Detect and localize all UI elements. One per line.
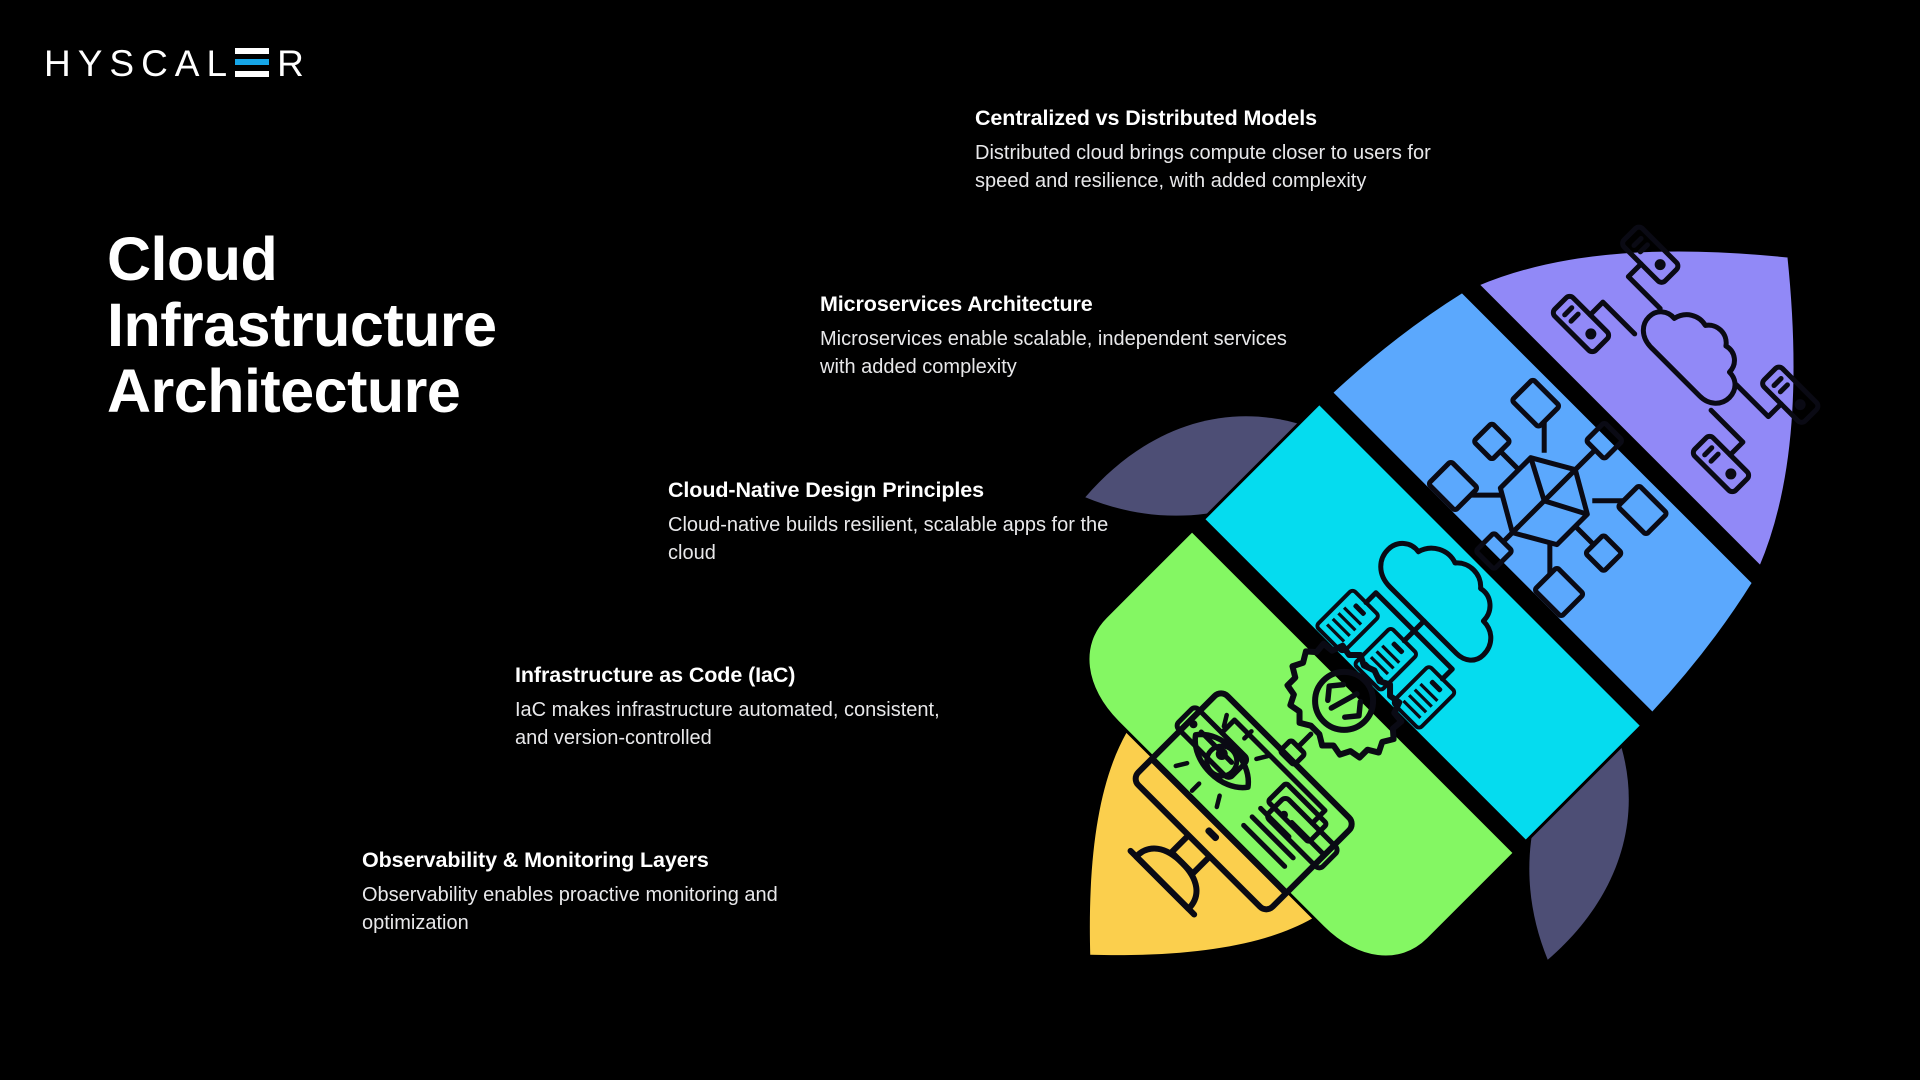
callout-body: Cloud-native builds resilient, scalable … xyxy=(668,513,1109,565)
callout-body: Distributed cloud brings compute closer … xyxy=(975,141,1431,193)
rocket-illustration xyxy=(1010,100,1920,1060)
monitor-eye-icon xyxy=(1127,690,1355,918)
brand-name-suffix: R xyxy=(277,42,311,84)
callout-title: Observability & Monitoring Layers xyxy=(362,848,709,872)
callout-body: Observability enables proactive monitori… xyxy=(362,883,778,935)
page-title-line-1: Cloud xyxy=(107,224,278,293)
callout-cloud-native-design: Cloud-Native Design Principles Cloud-nat… xyxy=(668,478,1138,568)
callout-microservices-architecture: Microservices Architecture Microservices… xyxy=(820,292,1290,382)
callout-title: Infrastructure as Code (IaC) xyxy=(515,663,796,687)
callout-infrastructure-as-code: Infrastructure as Code (IaC) IaC makes i… xyxy=(515,663,965,753)
microservices-cube-network-icon xyxy=(1426,377,1669,619)
logo-accent-mark xyxy=(235,46,275,80)
callout-title: Cloud-Native Design Principles xyxy=(668,478,984,502)
callout-centralized-vs-distributed: Centralized vs Distributed Models Distri… xyxy=(975,106,1435,196)
callout-title: Centralized vs Distributed Models xyxy=(975,106,1317,130)
distributed-servers-cloud-icon xyxy=(1551,225,1820,494)
callout-body: Microservices enable scalable, independe… xyxy=(820,327,1287,379)
page-title-line-2: Infrastructure xyxy=(107,290,497,359)
callout-body: IaC makes infrastructure automated, cons… xyxy=(515,698,940,750)
page-title-line-3: Architecture xyxy=(107,356,461,425)
callout-title: Microservices Architecture xyxy=(820,292,1093,316)
cloud-servers-icon xyxy=(1314,540,1494,729)
brand-name-prefix: HYSCAL xyxy=(44,42,235,84)
brand-logo: HYSCAL R xyxy=(44,40,311,86)
callout-observability-monitoring: Observability & Monitoring Layers Observ… xyxy=(362,848,832,938)
page-title: Cloud Infrastructure Architecture xyxy=(107,224,667,425)
